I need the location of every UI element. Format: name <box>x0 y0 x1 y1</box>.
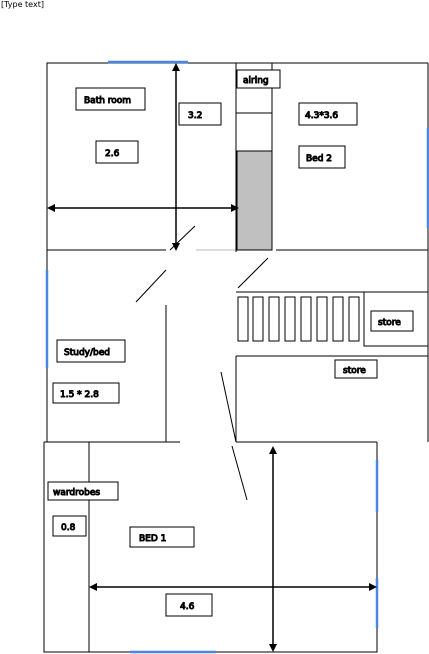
windows <box>45 60 429 654</box>
label-study-size: 1.5 * 2.8 <box>60 390 99 400</box>
label-bed1-width: 4.6 <box>180 602 195 612</box>
door-store <box>220 371 237 443</box>
door-bathroom <box>135 269 167 303</box>
label-bed2-size: 4.3*3.6 <box>305 111 338 121</box>
label-store-lower: store <box>343 366 366 376</box>
dimension-arrows <box>47 63 377 652</box>
label-airing: airing <box>243 76 269 86</box>
label-bed1: BED 1 <box>139 534 166 544</box>
door-bed2 <box>237 257 269 289</box>
store-closet <box>363 292 428 347</box>
door-bed1 <box>231 445 248 501</box>
label-store-right: store <box>378 318 401 328</box>
label-study: Study/bed <box>64 348 110 358</box>
doors <box>135 225 269 501</box>
labels: Bath room 2.6 3.2 airing 4.3*3.6 Bed 2 s… <box>47 69 414 617</box>
label-bathroom-size: 2.6 <box>105 149 120 159</box>
header-placeholder: [Type text] <box>1 0 44 9</box>
label-bed2: Bed 2 <box>306 154 332 164</box>
label-vertical-dim: 3.2 <box>188 111 202 121</box>
label-wardrobes: wardrobes <box>53 488 100 498</box>
airing-shaded-block <box>236 150 273 251</box>
label-bathroom: Bath room <box>84 96 131 106</box>
outer-wall-bed1 <box>43 442 378 653</box>
store-shelves <box>237 296 360 342</box>
label-wardrobes-size: 0.8 <box>61 523 76 533</box>
